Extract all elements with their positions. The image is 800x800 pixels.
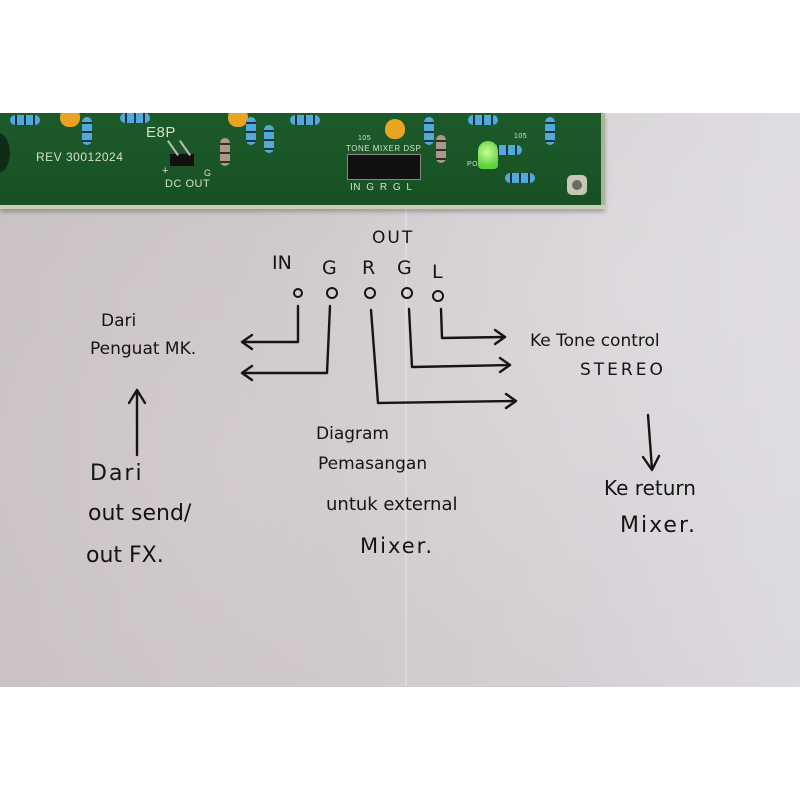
arrowhead-l [493, 328, 507, 346]
center-note-line-1: Diagram [316, 424, 389, 444]
bottom-left-note-line-3: out FX. [86, 543, 164, 568]
led-label: PO [467, 161, 479, 168]
photo: E8P REV 30012024 + G DC OUT 105 TONE MIX… [0, 113, 800, 687]
dc-plus-label: + [162, 165, 169, 177]
wiring-diagram [127, 287, 661, 472]
center-note-line-2: Pemasangan [318, 454, 428, 474]
header-pin-labels: IN G R G L [350, 182, 413, 193]
resistor [246, 117, 256, 145]
bottom-left-note-line-1: Dari [90, 461, 144, 486]
arrowhead-r [504, 392, 518, 410]
pcb-revision-label: REV 30012024 [36, 150, 124, 164]
wire-g2 [407, 307, 512, 369]
left-note-line-2: Penguat MK. [90, 339, 197, 359]
resistor [424, 117, 434, 145]
pcb-board: E8P REV 30012024 + G DC OUT 105 TONE MIX… [0, 113, 605, 209]
pin-label-g1: G [322, 257, 337, 279]
out-label: OUT [372, 228, 415, 248]
pin-r [364, 287, 376, 299]
arrowhead-g1 [240, 364, 254, 382]
resistor [220, 138, 230, 166]
center-note-line-4: Mixer. [360, 534, 435, 558]
arrow-up-head [127, 388, 147, 405]
header-top-label: TONE MIXER DSP [346, 144, 422, 153]
pin-g2 [401, 287, 413, 299]
pcb-edge [601, 113, 605, 205]
capacitor [60, 113, 80, 127]
left-note-line-1: Dari [101, 311, 137, 331]
bottom-left-note-line-2: out send/ [88, 501, 192, 526]
wire-g1 [241, 304, 332, 375]
resistor [505, 173, 535, 183]
wire-in [241, 304, 300, 344]
wire-r [369, 308, 518, 405]
resistor [120, 113, 150, 123]
dc-out-connector [170, 154, 194, 166]
bottom-right-note-line-2: Mixer. [620, 513, 697, 538]
dc-ground-label: G [204, 168, 212, 178]
pin-label-r: R [362, 257, 376, 279]
resistor [492, 145, 522, 155]
capacitor [228, 113, 248, 127]
resistor [264, 125, 274, 153]
paper-fold [405, 205, 407, 687]
pcb-model-label: E8P [146, 124, 176, 141]
resistor [436, 135, 446, 163]
arrow-down-head [641, 454, 661, 472]
dc-out-label: DC OUT [165, 178, 211, 190]
arrow-down-shaft [646, 413, 654, 471]
pin-g1 [326, 287, 338, 299]
wire-l [439, 307, 507, 340]
pin-label-l: L [432, 261, 443, 283]
bottom-right-note-line-1: Ke return [604, 476, 696, 500]
resistor [290, 115, 320, 125]
output-pin-header [347, 154, 421, 180]
pin-label-in: IN [272, 252, 292, 274]
pin-l [432, 290, 444, 302]
capacitor-label: 105 [358, 135, 372, 142]
arrowhead-g2 [498, 356, 512, 374]
arrowhead-in [240, 333, 254, 351]
right-note-line-1: Ke Tone control [530, 331, 660, 351]
pin-label-g2: G [397, 257, 412, 279]
resistor [545, 117, 555, 145]
pcb-component [0, 133, 10, 173]
capacitor-label: 105 [514, 133, 528, 140]
resistor [10, 115, 40, 125]
center-note-line-3: untuk external [326, 494, 458, 515]
mounting-hole [567, 175, 587, 195]
right-note-line-2: STEREO [580, 360, 666, 380]
green-led [478, 141, 498, 169]
resistor [82, 117, 92, 145]
pin-in [293, 288, 303, 298]
capacitor [385, 119, 405, 139]
resistor [468, 115, 498, 125]
